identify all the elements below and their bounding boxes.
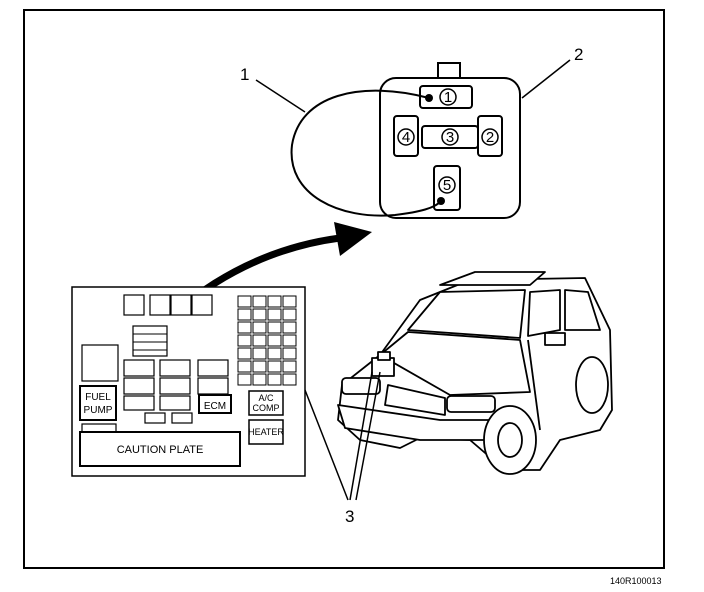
fuse-slot <box>123 359 155 377</box>
fuse-grid-cell <box>237 347 252 360</box>
fuse-slot <box>197 377 229 395</box>
callout-2: 2 <box>574 45 583 64</box>
relay-terminal-1 <box>419 85 473 109</box>
front-side-window <box>527 289 561 337</box>
headlight-left <box>341 377 381 395</box>
fuse-grid-cell <box>282 373 297 386</box>
fuse-slot <box>159 359 191 377</box>
ac-comp-label-1: A/C <box>258 393 274 403</box>
pin-2-label: 2 <box>486 129 494 146</box>
fuse-grid-cell <box>237 373 252 386</box>
fuse-box-leader <box>304 389 349 501</box>
fuse-grid-cell <box>267 373 282 386</box>
hood <box>379 331 531 396</box>
figure-frame <box>23 9 665 569</box>
fuse-grid-cell <box>282 295 297 308</box>
fuse-slot <box>170 294 192 316</box>
fuse-grid <box>237 295 297 386</box>
fuse-slot <box>191 294 213 316</box>
fuse-grid-cell <box>237 295 252 308</box>
engine-relay-cover <box>377 351 391 361</box>
fuse-slot <box>123 294 145 316</box>
fuse-relay-box: FUEL PUMP ECM A/C COMP HEATER CAUTION PL… <box>71 286 306 477</box>
leader-line-3b <box>355 371 381 501</box>
fuse-grid-cell <box>252 308 267 321</box>
caution-plate-label: CAUTION PLATE <box>117 444 204 456</box>
grille <box>384 384 446 416</box>
test-lead-loop <box>290 89 442 217</box>
front-wheel-hub <box>497 422 523 458</box>
rear-side-window <box>564 289 601 331</box>
fuse-grid-cell <box>252 321 267 334</box>
fuse-grid-cell <box>267 295 282 308</box>
pin-2-circle <box>481 128 499 146</box>
pin-5-label: 5 <box>443 177 451 194</box>
fuel-pump-label-1: FUEL <box>85 392 111 403</box>
leader-line-2 <box>521 59 571 99</box>
fuse-grid-cell <box>237 308 252 321</box>
rear-wheel <box>575 356 609 414</box>
fuse-grid-cell <box>237 321 252 334</box>
fuse-grid-cell <box>252 373 267 386</box>
fuse-slot <box>171 412 193 424</box>
pin-3-circle <box>441 128 459 146</box>
fuse-slot <box>159 395 191 411</box>
fuse-grid-cell <box>282 347 297 360</box>
fuel-pump-label-2: PUMP <box>84 405 113 416</box>
caution-plate <box>79 431 241 467</box>
pin-4-label: 4 <box>402 129 410 146</box>
fuse-grid-cell <box>267 347 282 360</box>
vehicle-illustration <box>337 271 613 475</box>
heater-relay <box>248 419 284 445</box>
fuse-grid-cell <box>237 334 252 347</box>
relay-terminal-2 <box>477 115 503 157</box>
fuse-grid-cell <box>237 360 252 373</box>
pin-5-circle <box>438 176 456 194</box>
fuel-pump-relay <box>79 385 117 421</box>
fuse-grid-cell <box>267 321 282 334</box>
leader-line-3a <box>349 371 373 501</box>
relay-connector-tab <box>437 62 461 80</box>
relay-slot <box>132 325 168 357</box>
roof-rack <box>439 271 546 286</box>
heater-label: HEATER <box>248 427 284 437</box>
fuse-grid-cell <box>252 334 267 347</box>
fuse-grid-cell <box>267 360 282 373</box>
fuse-grid-cell <box>282 321 297 334</box>
leader-line-1 <box>255 79 306 113</box>
fuse-slot <box>197 359 229 377</box>
fuse-grid-cell <box>252 295 267 308</box>
fuse-slot <box>144 412 166 424</box>
callout-3: 3 <box>345 507 354 526</box>
fuse-slot <box>149 294 171 316</box>
relay-slot <box>81 344 119 382</box>
relay-diagram: 1 3 4 2 5 <box>379 62 521 219</box>
callout-1: 1 <box>240 65 249 84</box>
headlight-right <box>446 395 496 413</box>
fuse-grid-cell <box>282 360 297 373</box>
pin-3-label: 3 <box>446 129 454 146</box>
fuse-grid-cell <box>267 334 282 347</box>
fuse-grid-cell <box>252 360 267 373</box>
ecm-label: ECM <box>204 401 226 412</box>
windshield <box>407 289 526 339</box>
figure-code: 140R100013 <box>610 576 662 586</box>
ac-comp-relay <box>248 390 284 416</box>
fuse-grid-cell <box>282 308 297 321</box>
fuse-grid-cell <box>252 347 267 360</box>
pin-1-circle <box>439 88 457 106</box>
fuse-grid-cell <box>282 334 297 347</box>
relay-terminal-4 <box>393 115 419 157</box>
fuse-grid-cell <box>267 308 282 321</box>
fuse-slot <box>123 395 155 411</box>
fuse-slot <box>159 377 191 395</box>
door-line <box>527 339 541 431</box>
ac-comp-label-2: COMP <box>253 403 280 413</box>
ecm-fuse <box>198 394 232 414</box>
pin-1-label: 1 <box>444 89 452 106</box>
side-mirror <box>544 332 566 346</box>
fuse-slot <box>123 377 155 395</box>
pin-4-circle <box>397 128 415 146</box>
